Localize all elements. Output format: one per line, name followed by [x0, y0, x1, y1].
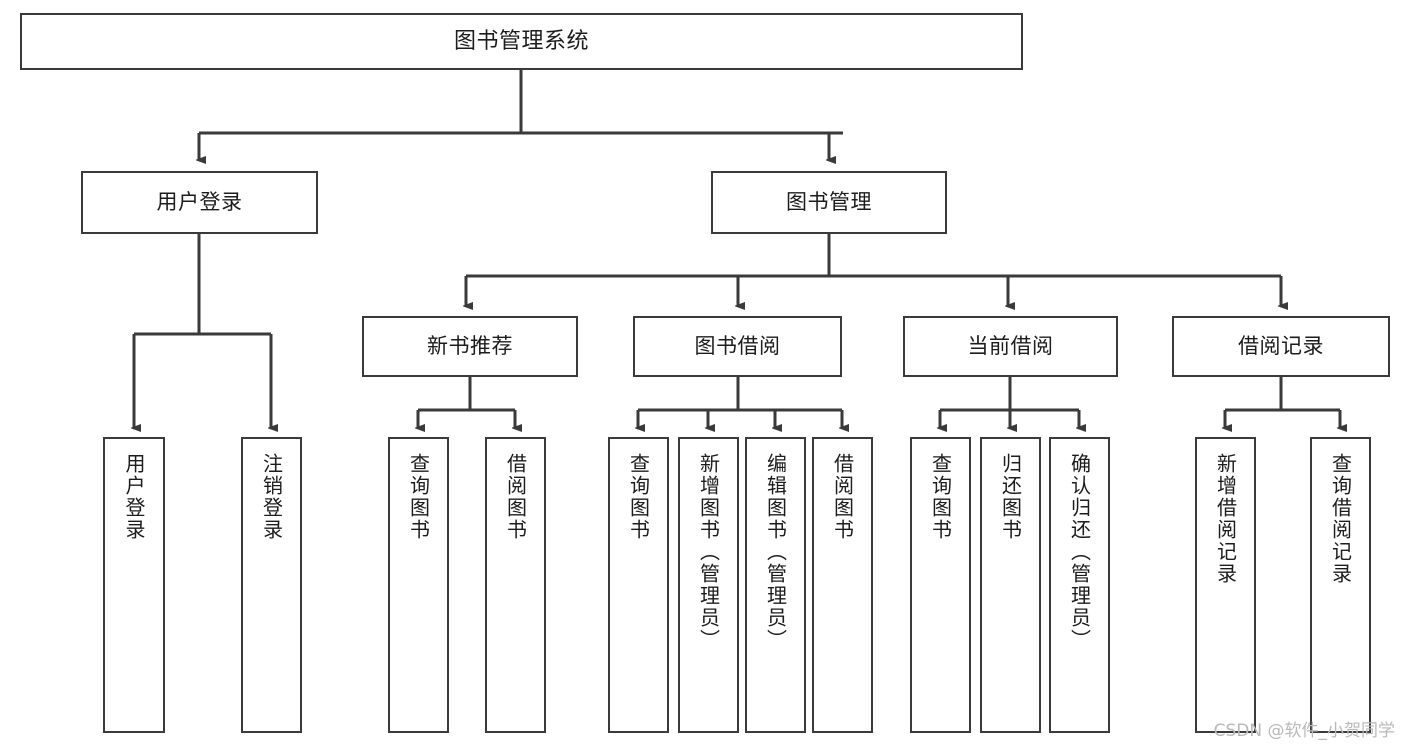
node-new-book-recommend[interactable]: 新书推荐	[362, 316, 578, 377]
leaf-borrow-record-add[interactable]: 新增借阅记录	[1195, 437, 1256, 733]
leaf-book-borrow-query[interactable]: 查询图书	[608, 437, 669, 733]
node-root-label: 图书管理系统	[453, 28, 589, 54]
node-user-login[interactable]: 用户登录	[81, 171, 318, 234]
leaf-user-login-signout-label: 注销登录	[259, 453, 284, 541]
leaf-new-book-borrow[interactable]: 借阅图书	[485, 437, 546, 733]
node-book-borrow-label: 图书借阅	[694, 334, 781, 359]
leaf-current-borrow-return[interactable]: 归还图书	[980, 437, 1041, 733]
leaf-book-borrow-edit-label: 编辑图书（管理员）	[763, 453, 788, 651]
leaf-new-book-query-label: 查询图书	[406, 453, 431, 541]
leaf-user-login-signin-label: 用户登录	[122, 453, 146, 541]
leaf-current-borrow-return-label: 归还图书	[998, 453, 1023, 541]
leaf-current-borrow-confirm[interactable]: 确认归还（管理员）	[1049, 437, 1110, 733]
leaf-current-borrow-confirm-label: 确认归还（管理员）	[1067, 453, 1092, 651]
node-user-login-label: 用户登录	[156, 190, 243, 215]
node-current-borrow[interactable]: 当前借阅	[903, 316, 1118, 377]
node-root[interactable]: 图书管理系统	[20, 13, 1023, 70]
leaf-current-borrow-query-label: 查询图书	[928, 453, 953, 541]
leaf-book-borrow-borrow-label: 借阅图书	[830, 453, 855, 541]
leaf-new-book-borrow-label: 借阅图书	[503, 453, 528, 541]
leaf-borrow-record-query[interactable]: 查询借阅记录	[1310, 437, 1371, 733]
leaf-user-login-signin[interactable]: 用户登录	[103, 437, 165, 733]
node-book-borrow[interactable]: 图书借阅	[633, 316, 842, 377]
node-borrow-record-label: 借阅记录	[1238, 334, 1324, 359]
node-book-management[interactable]: 图书管理	[711, 171, 947, 234]
leaf-borrow-record-add-label: 新增借阅记录	[1213, 453, 1238, 585]
node-new-book-recommend-label: 新书推荐	[427, 334, 513, 359]
leaf-borrow-record-query-label: 查询借阅记录	[1328, 453, 1353, 585]
leaf-book-borrow-query-label: 查询图书	[626, 453, 651, 541]
node-book-management-label: 图书管理	[786, 190, 872, 215]
leaf-new-book-query[interactable]: 查询图书	[388, 437, 449, 733]
node-borrow-record[interactable]: 借阅记录	[1172, 316, 1390, 377]
leaf-book-borrow-borrow[interactable]: 借阅图书	[812, 437, 873, 733]
leaf-user-login-signout[interactable]: 注销登录	[241, 437, 302, 733]
watermark: CSDN @软件_小贺同学	[1213, 721, 1395, 741]
leaf-book-borrow-add-label: 新增图书（管理员）	[696, 453, 721, 651]
node-current-borrow-label: 当前借阅	[967, 334, 1054, 359]
leaf-book-borrow-edit[interactable]: 编辑图书（管理员）	[745, 437, 806, 733]
leaf-current-borrow-query[interactable]: 查询图书	[910, 437, 971, 733]
leaf-book-borrow-add[interactable]: 新增图书（管理员）	[678, 437, 739, 733]
